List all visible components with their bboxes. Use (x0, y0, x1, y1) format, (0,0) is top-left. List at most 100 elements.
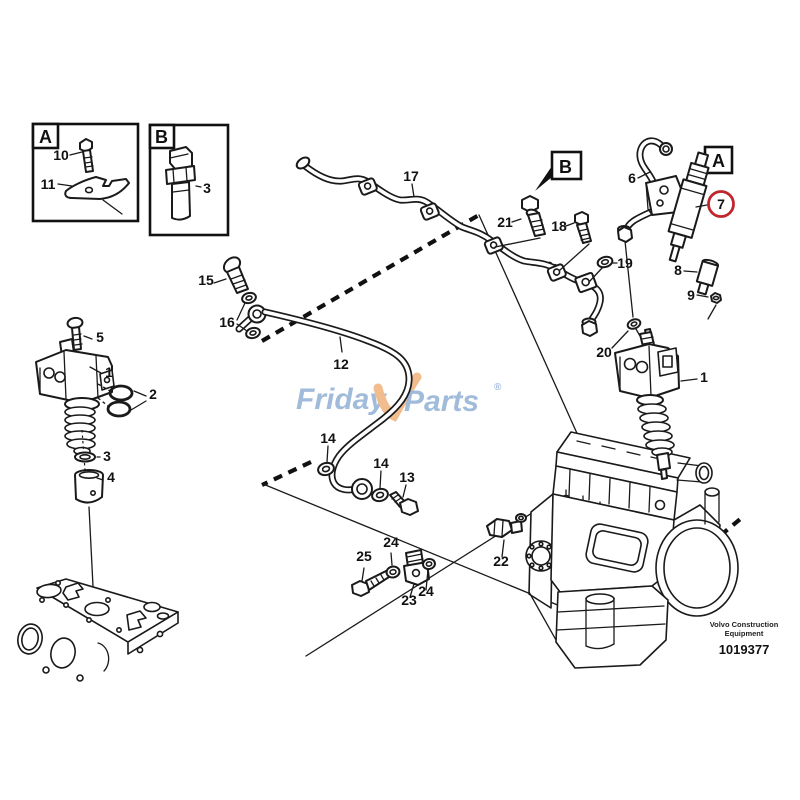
leader-17 (411, 183, 415, 198)
callout-8: 8 (674, 262, 682, 278)
callout-13: 13 (399, 469, 415, 485)
inset-box-b: B 3 (148, 123, 230, 237)
pipe17-end-cap (295, 156, 311, 170)
leader-2 (130, 390, 147, 411)
pipe17-junction-block (574, 271, 598, 294)
dashed-assembly-line-upper (260, 213, 481, 343)
banjo-13-14 (317, 445, 419, 516)
fuel-pipe-6 (617, 137, 685, 318)
leader-22 (501, 539, 505, 558)
washer-24a (385, 565, 401, 579)
callout-7-circled: 7 (695, 190, 735, 218)
callout-12: 12 (333, 356, 349, 372)
callout-6: 6 (628, 170, 636, 186)
callout-15: 15 (198, 272, 214, 288)
engine-illustration (525, 431, 739, 669)
dashed-assembly-line-lower (261, 460, 312, 487)
callout-17: 17 (403, 168, 419, 184)
callout-7: 7 (717, 196, 725, 212)
washer-3-left (74, 451, 101, 463)
watermark: Friday Parts ® (296, 372, 502, 422)
pipe17-clamp (483, 236, 504, 255)
fuel-line-17: 17 (295, 156, 604, 337)
callout-18: 18 (551, 218, 567, 234)
o-rings-2 (97, 383, 147, 418)
washer-20 (626, 318, 642, 330)
ref-b-label: B (559, 157, 572, 177)
leader-1-right (680, 378, 698, 382)
inset-b-label: B (155, 127, 168, 147)
inset-a-label: A (39, 127, 52, 147)
pipe6-nut (617, 226, 633, 243)
leader-3-inset (195, 185, 202, 188)
injector-spring-right (636, 394, 675, 480)
leader-21 (511, 218, 522, 223)
sleeve-4 (74, 469, 104, 504)
leader-1-left (89, 366, 102, 374)
injector-body-1-left (35, 338, 115, 411)
banjo-bolt-13 (389, 484, 419, 516)
callout-5: 5 (96, 329, 104, 345)
leader-4 (96, 477, 104, 481)
ref-b-pointer (535, 166, 552, 191)
callout-24a: 24 (383, 534, 399, 550)
callout-25: 25 (356, 548, 372, 564)
injector-7 (667, 151, 710, 263)
unit-injector-left (35, 316, 147, 607)
leader-18 (565, 222, 575, 227)
callout-1-left: 1 (105, 364, 113, 380)
inset-b-label-box (148, 123, 176, 150)
bolt-15 (213, 256, 249, 294)
leader-11 (57, 183, 73, 187)
leader-20 (611, 330, 629, 349)
callout-4: 4 (107, 469, 115, 485)
callout-3-left: 3 (103, 448, 111, 464)
callout-1-right: 1 (700, 369, 708, 385)
callout-14b: 14 (373, 455, 389, 471)
callout-21: 21 (497, 214, 513, 230)
elbow-assembly (351, 513, 527, 598)
fitting-22 (486, 513, 527, 558)
footer-brand-line2: Equipment (725, 629, 764, 638)
watermark-registered-mark: ® (494, 382, 502, 393)
pipe17-clamp (357, 177, 378, 196)
inset-a-frame (31, 122, 140, 223)
axis-dotted (81, 429, 86, 471)
washer-19 (588, 255, 618, 283)
inset-b-frame (148, 123, 230, 237)
bolt-21 (494, 195, 546, 248)
fuel-pipe-12 (261, 308, 413, 494)
leader-24a (390, 552, 393, 566)
callout-23: 23 (401, 592, 417, 608)
callout-14a: 14 (320, 430, 336, 446)
unit-injector-right (611, 318, 698, 480)
leader-16 (236, 302, 248, 332)
part-10-bolt (79, 138, 94, 173)
leader-25 (361, 567, 365, 582)
footer-part-number: 1019377 (719, 642, 770, 657)
footer-brand-line1: Volvo Construction (710, 620, 779, 629)
leader-5 (83, 335, 93, 340)
inset-a-label-box (31, 122, 60, 150)
ref-a-label: A (712, 151, 725, 171)
red-highlight-circle (707, 190, 735, 218)
injector-body-1-right (614, 343, 680, 399)
leader-12 (339, 336, 343, 353)
footer-note: Volvo Construction Equipment 1019377 (710, 620, 779, 657)
watermark-word1: Friday (296, 383, 387, 416)
ref-label-b: B (535, 150, 583, 191)
callout-20: 20 (596, 344, 612, 360)
callout-3-inset: 3 (203, 180, 211, 196)
watermark-word2: Parts (404, 385, 479, 418)
bolt-25 (351, 567, 390, 597)
leader-10 (69, 151, 83, 156)
washers-16-banjo (235, 291, 267, 340)
leader-8 (683, 270, 698, 273)
washer-24b (422, 557, 436, 571)
pipe17-clamp (419, 202, 440, 221)
callout-2: 2 (149, 386, 157, 402)
leader-14b (379, 470, 382, 489)
part-3-sleeve-inset (165, 146, 196, 221)
leader-15 (213, 278, 227, 284)
